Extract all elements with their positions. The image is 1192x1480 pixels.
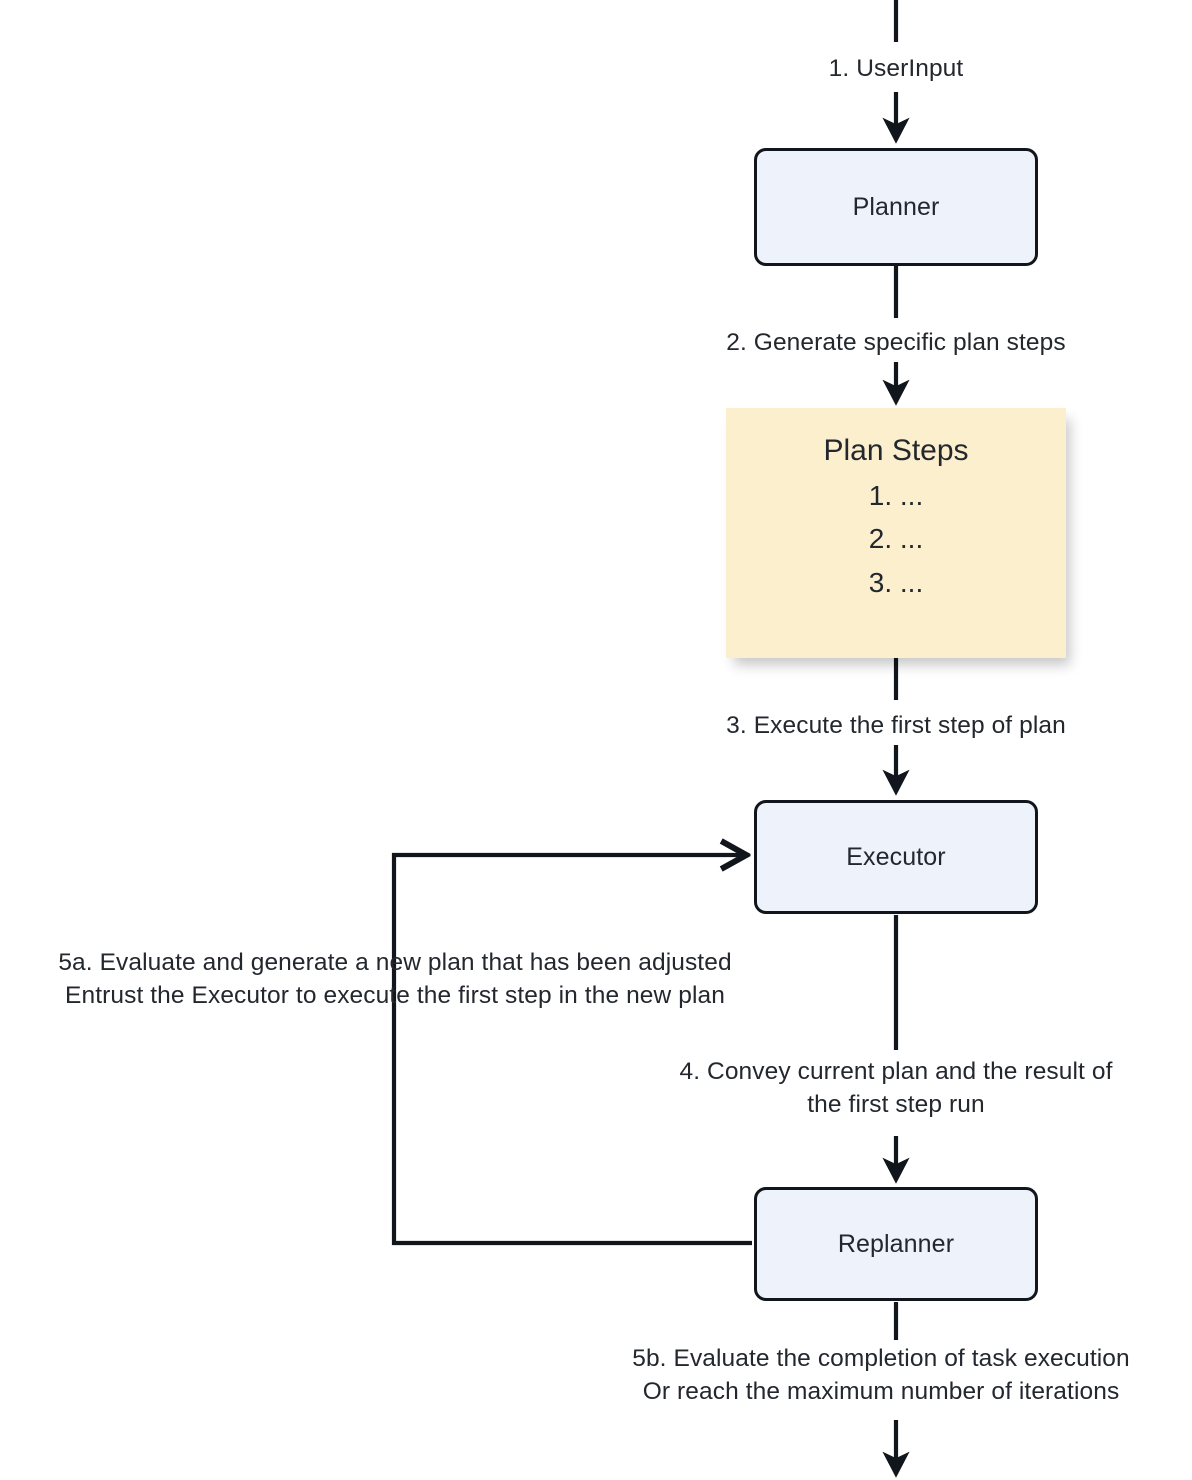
node-plan-steps-title: Plan Steps bbox=[823, 434, 969, 467]
node-plan-steps-item-3: 3. ... bbox=[868, 566, 924, 598]
node-planner-label: Planner bbox=[852, 192, 940, 221]
node-executor[interactable]: Executor bbox=[754, 800, 1038, 914]
edge-label-5b-finish: 5b. Evaluate the completion of task exec… bbox=[632, 1345, 1130, 1406]
node-planner[interactable]: Planner bbox=[754, 148, 1038, 266]
edge-label-4-convey-plan-result: 4. Convey current plan and the result of… bbox=[679, 1058, 1113, 1119]
edge-label-1-userinput: 1. UserInput bbox=[828, 55, 964, 82]
edge-label-3-execute-first-step: 3. Execute the first step of plan bbox=[726, 712, 1066, 739]
node-replanner[interactable]: Replanner bbox=[754, 1187, 1038, 1301]
node-plan-steps-item-1: 1. ... bbox=[868, 480, 924, 511]
edge-label-5a-replan-loop: 5a. Evaluate and generate a new plan tha… bbox=[58, 949, 732, 1010]
node-plan-steps[interactable]: Plan Steps 1. ... 2. ... 3. ... bbox=[726, 408, 1066, 658]
node-plan-steps-item-2: 2. ... bbox=[868, 523, 924, 555]
edge-replan-loop bbox=[391, 855, 752, 1246]
node-executor-label: Executor bbox=[846, 842, 946, 871]
edge-label-2-generate-plan-steps: 2. Generate specific plan steps bbox=[726, 329, 1066, 356]
node-replanner-label: Replanner bbox=[837, 1229, 955, 1258]
